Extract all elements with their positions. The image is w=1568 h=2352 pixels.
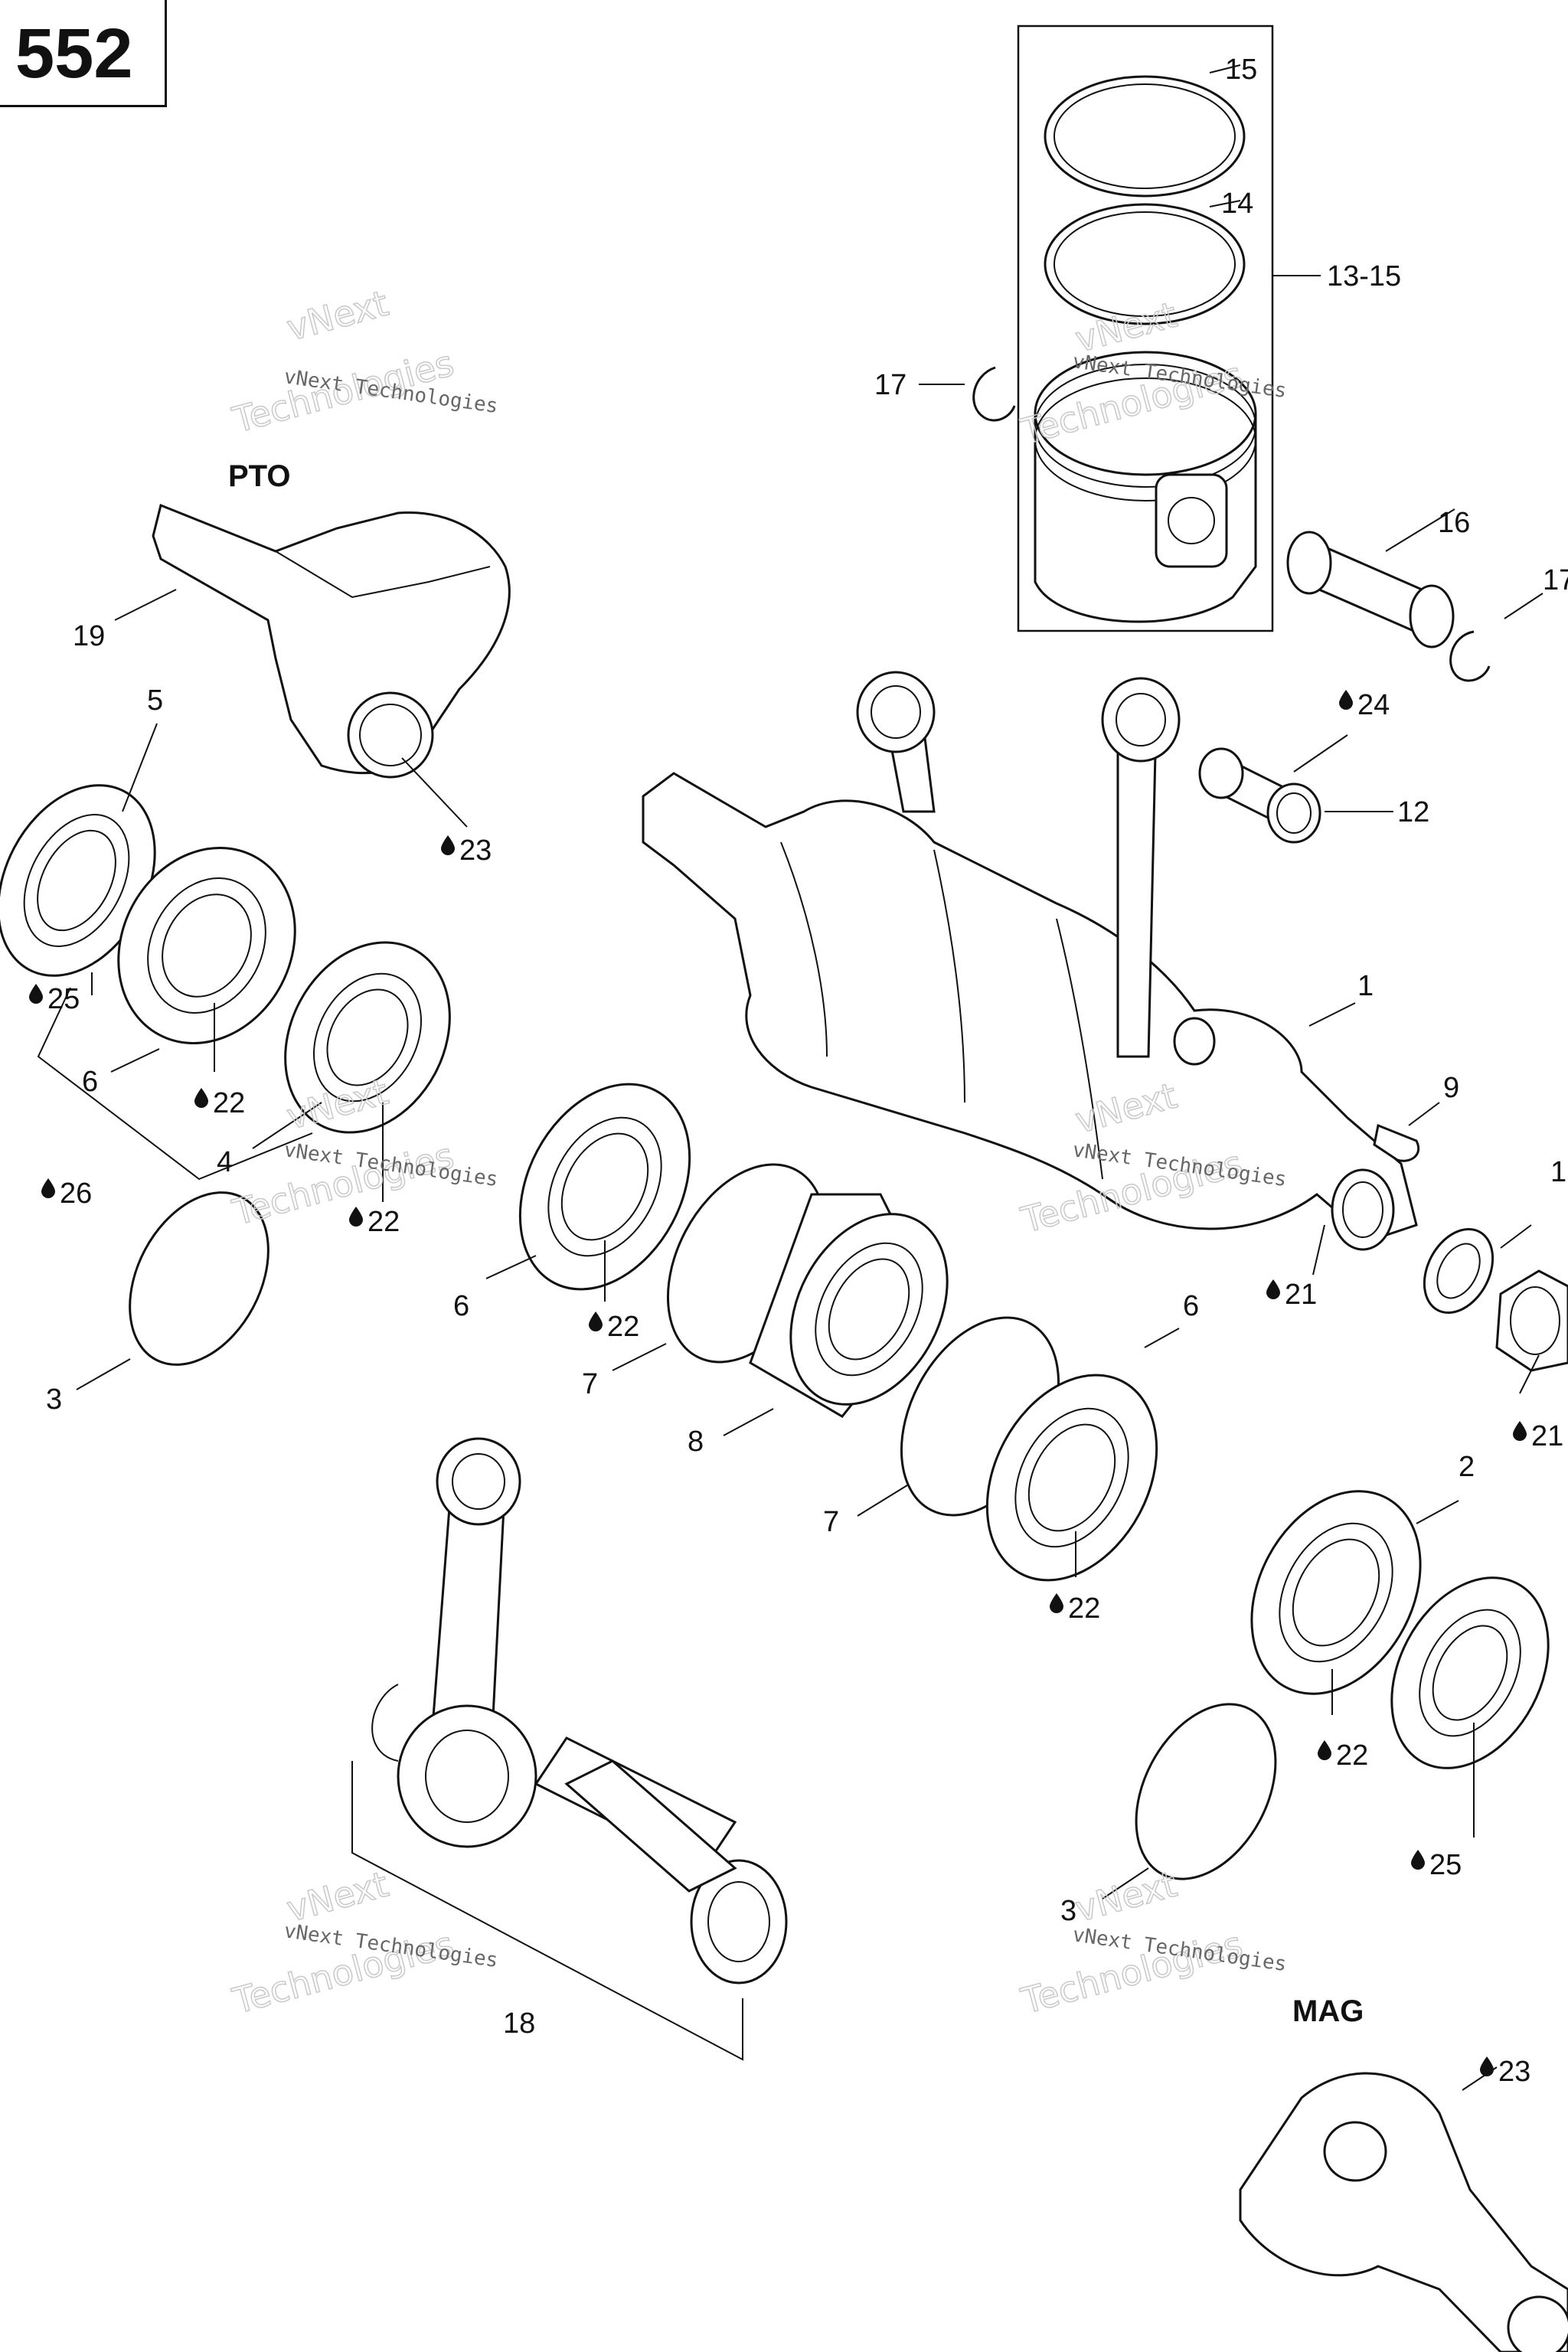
oil-drop-icon <box>41 1178 55 1198</box>
callout-22-b: 22 <box>368 1206 400 1238</box>
oil-drop-icon <box>1513 1421 1527 1441</box>
oil-drop-icon <box>1339 690 1353 710</box>
callout-5: 5 <box>147 684 163 717</box>
bracket-26 <box>37 987 313 1181</box>
callout-6-left: 6 <box>82 1066 98 1098</box>
callouts: 15 14 13-15 17 16 17 19 5 23 24 12 25 1 … <box>29 54 1568 2088</box>
piston-13 <box>1034 351 1257 623</box>
callout-1: 1 <box>1357 970 1374 1002</box>
callout-26: 26 <box>60 1178 92 1210</box>
callout-18: 18 <box>503 2007 535 2040</box>
svg-text:vNext: vNext <box>283 283 393 349</box>
bracket-18 <box>351 1761 743 2061</box>
callout-22-d: 22 <box>1068 1592 1100 1625</box>
piston-assembly-box <box>1017 24 1274 632</box>
callout-25-top: 25 <box>47 983 80 1015</box>
callout-17-right: 17 <box>1543 564 1568 596</box>
callout-7-lower: 7 <box>823 1506 839 1538</box>
oil-drop-icon <box>1266 1279 1280 1299</box>
callout-13-15: 13-15 <box>1327 260 1401 292</box>
callout-2: 2 <box>1459 1451 1475 1483</box>
callout-9: 9 <box>1443 1072 1459 1104</box>
bearing-4 <box>284 941 451 1134</box>
watermark-top-left: vNext Technologies vNext Technologies <box>227 282 499 442</box>
ball-bearing-2 <box>1250 1490 1422 1695</box>
watermark-bottom-right: vNext Technologies vNext Technologies <box>1016 1863 1288 2023</box>
oil-drop-icon <box>1411 1850 1425 1870</box>
oil-drop-icon <box>29 984 43 1004</box>
callout-21-b: 21 <box>1531 1420 1563 1452</box>
callout-3-right: 3 <box>1060 1895 1076 1927</box>
nut-11 <box>1495 1269 1568 1372</box>
oil-drop-icon <box>589 1312 603 1331</box>
piston-ring-15 <box>1044 75 1246 198</box>
pto-label: PTO <box>228 459 291 493</box>
page-number-box: 552 <box>0 0 167 107</box>
o-ring-3-right <box>1135 1703 1277 1880</box>
callout-6-right: 6 <box>1183 1290 1199 1322</box>
ball-bearing-6-left <box>117 847 296 1044</box>
thrust-washer-12 <box>1266 782 1321 844</box>
callout-25-bottom: 25 <box>1429 1849 1462 1881</box>
page-number: 552 <box>15 15 133 93</box>
ball-bearing-6-right <box>985 1374 1158 1582</box>
callout-15: 15 <box>1225 54 1257 86</box>
piston-pin-16 <box>1286 531 1455 648</box>
callout-23-bottom: 23 <box>1498 2056 1530 2088</box>
mag-crankshaft <box>1239 2072 1568 2352</box>
callout-16: 16 <box>1438 507 1470 539</box>
ball-bearing-6-center <box>518 1083 691 1291</box>
o-ring-3-left <box>129 1191 270 1366</box>
callout-22-e: 22 <box>1336 1740 1368 1772</box>
callout-21-a: 21 <box>1285 1279 1317 1311</box>
oil-drop-icon <box>194 1088 208 1108</box>
callout-8: 8 <box>688 1426 704 1458</box>
svg-text:vNext: vNext <box>1071 1864 1181 1930</box>
callout-19: 19 <box>73 620 105 652</box>
oil-seal-5 <box>0 784 156 977</box>
connecting-rod-left <box>856 671 936 813</box>
oil-drop-icon <box>1480 2056 1494 2076</box>
callout-4: 4 <box>217 1146 233 1178</box>
pto-crankshaft-19 <box>152 503 511 779</box>
center-sleeve-8 <box>749 1193 949 1418</box>
callout-6-center: 6 <box>453 1290 469 1322</box>
callout-3-left: 3 <box>46 1383 62 1416</box>
oil-drop-icon <box>349 1207 363 1227</box>
oil-seal-25-mag <box>1390 1576 1550 1769</box>
mag-label: MAG <box>1292 1994 1364 2028</box>
watermark-mid-left: vNext Technologies vNext Technologies <box>227 1070 499 1234</box>
callout-24: 24 <box>1357 689 1390 721</box>
connecting-rod-right <box>1101 677 1181 1058</box>
oil-drop-icon <box>1050 1593 1063 1613</box>
callout-22-c: 22 <box>607 1311 639 1343</box>
lock-washer-10 <box>1423 1227 1494 1315</box>
callout-22-a: 22 <box>213 1087 245 1119</box>
callout-23-top: 23 <box>459 835 492 867</box>
circlip-17-right <box>1449 630 1491 682</box>
watermark-bottom-left: vNext Technologies vNext Technologies <box>227 1863 499 2023</box>
callout-12: 12 <box>1397 796 1429 828</box>
svg-text:vNext: vNext <box>283 1864 393 1930</box>
woodruff-key-9 <box>1373 1123 1419 1162</box>
circlip-17-left <box>972 366 1016 422</box>
oil-drop-icon <box>1318 1740 1331 1760</box>
leader-lines <box>76 64 1544 2091</box>
crankshaft-1 <box>642 772 1418 1251</box>
callout-7-upper: 7 <box>582 1368 598 1400</box>
callout-10: 1 <box>1550 1156 1566 1188</box>
callout-17-left: 17 <box>874 369 906 401</box>
callout-14: 14 <box>1221 188 1253 220</box>
connecting-rod-kit-18 <box>371 1437 788 1984</box>
oil-drop-icon <box>441 835 455 855</box>
piston-ring-14 <box>1044 203 1246 325</box>
